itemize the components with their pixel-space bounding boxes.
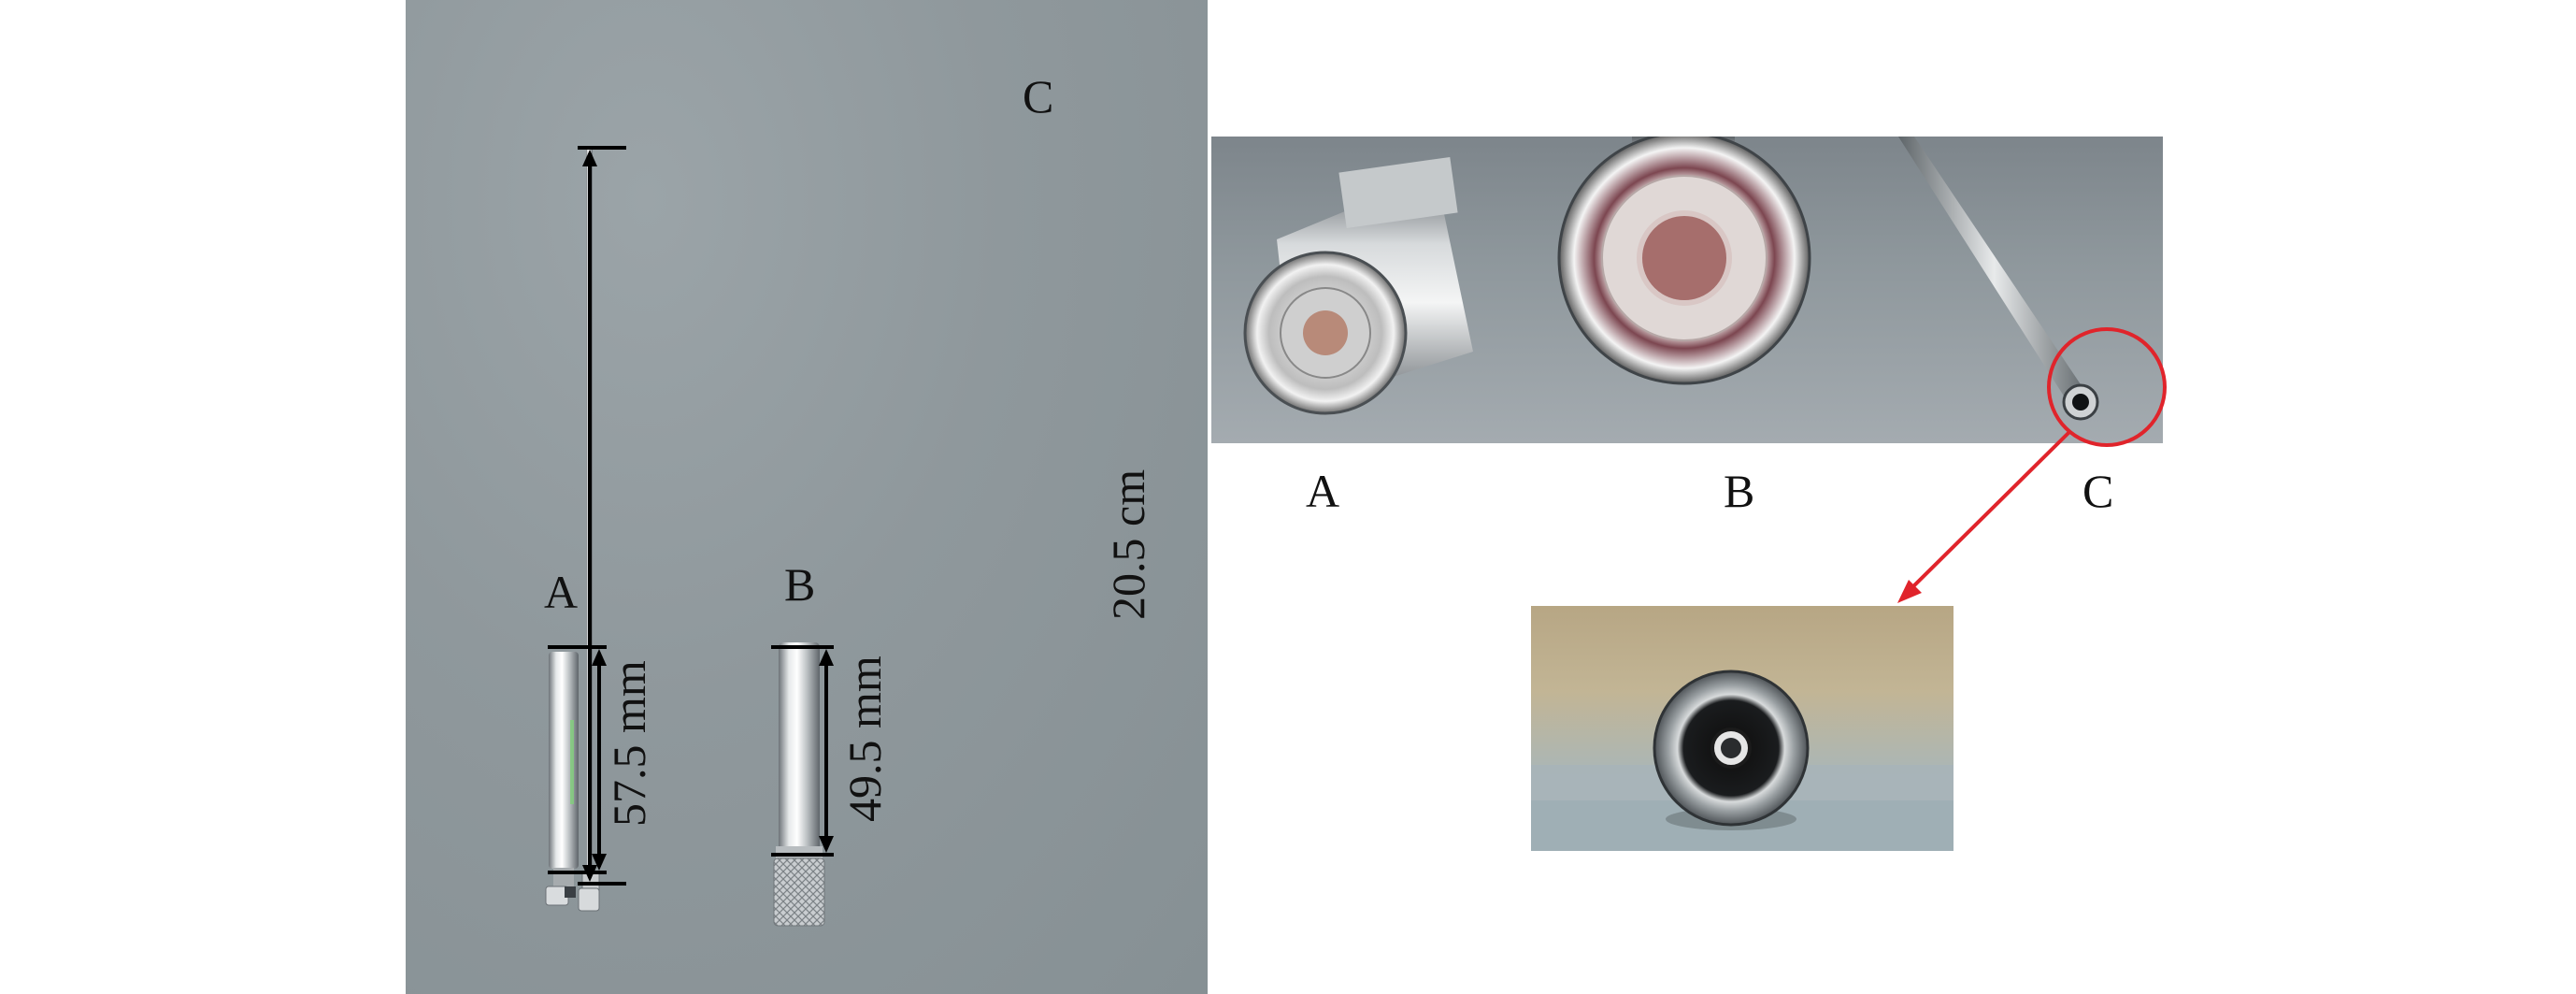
probe-overview-photo: A B C 57.5 mm 49.5 mm 20.5 cm (406, 0, 1208, 994)
right-label-c: C (2082, 465, 2114, 517)
end-view-a (1243, 156, 1473, 415)
right-label-b: B (1724, 465, 1755, 517)
measurement-a: 57.5 mm (603, 660, 655, 827)
label-b: B (784, 558, 816, 611)
probe-overview-drawing (545, 146, 834, 927)
label-a: A (544, 566, 579, 618)
probe-b (773, 642, 825, 927)
dimension-line-a (548, 645, 607, 874)
dimension-line-b (771, 645, 834, 857)
probe-a (545, 652, 579, 906)
label-c: C (1023, 70, 1054, 122)
measurement-b: 49.5 mm (838, 655, 891, 822)
probe-ends-photo (1211, 137, 2163, 443)
probe-ends-drawing (1243, 137, 2099, 421)
right-label-a: A (1306, 465, 1340, 517)
probe-c-tip-zoom-photo (1531, 606, 1953, 851)
measurement-c: 20.5 cm (1102, 468, 1154, 620)
dimension-line-c (578, 146, 626, 886)
probe-c-tip-drawing (1531, 670, 1953, 851)
callout-arrow-line (1901, 430, 2071, 598)
end-view-c (1898, 137, 2099, 421)
callout-arrowhead (1897, 580, 1922, 603)
end-view-b (1557, 137, 1811, 385)
